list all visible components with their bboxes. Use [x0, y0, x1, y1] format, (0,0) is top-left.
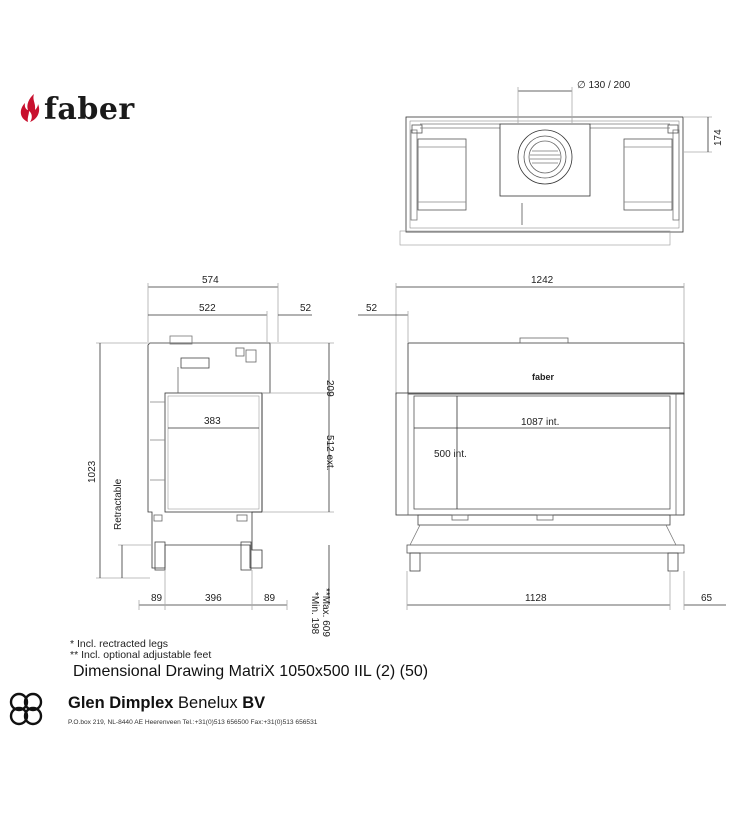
retractable-label: Retractable — [113, 478, 124, 530]
side-ext-512-label: 512 ext. — [324, 435, 335, 471]
side-overall-width-label: 574 — [202, 275, 219, 286]
glen-dimplex-logo-icon — [9, 692, 43, 726]
note-adjustable-feet: ** Incl. optional adjustable feet — [70, 649, 212, 661]
min-198-label: *Min. 198 — [309, 592, 320, 635]
faber-logo-text: faber — [44, 92, 135, 127]
company-name-regular: Benelux — [173, 694, 243, 712]
front-inner-height-label: 500 int. — [434, 449, 467, 460]
front-overall-width-label: 1242 — [531, 275, 554, 286]
side-height-1023-label: 1023 — [87, 460, 98, 483]
top-view — [399, 87, 712, 246]
flue-diameter-label: ∅ 130 / 200 — [577, 80, 631, 91]
front-bottom-1128-label: 1128 — [525, 593, 547, 604]
side-height-209-label: 209 — [324, 380, 335, 397]
company-name-bold: Glen Dimplex — [68, 694, 174, 712]
front-inner-width-label: 1087 int. — [521, 417, 559, 428]
company-suffix: BV — [242, 694, 266, 712]
top-depth-174-label: 174 — [713, 129, 724, 146]
side-offset-52-label: 52 — [300, 303, 312, 314]
front-view — [358, 283, 726, 610]
side-bottom-89-right-label: 89 — [264, 593, 276, 604]
note-retracted-legs: * Incl. rectracted legs — [70, 638, 169, 650]
side-bottom-396-label: 396 — [205, 593, 222, 604]
side-view — [96, 283, 334, 610]
company-address: P.O.box 219, NL-8440 AE Heerenveen Tel.:… — [68, 719, 318, 726]
side-bottom-89-left-label: 89 — [151, 593, 163, 604]
side-inner-383-label: 383 — [204, 416, 221, 427]
max-609-label: **Max. 609 — [320, 588, 331, 637]
drawing-title: Dimensional Drawing MatriX 1050x500 IIL … — [73, 663, 429, 680]
front-faber-badge: faber — [532, 372, 555, 382]
faber-flame-icon — [20, 94, 40, 122]
front-offset-52-label: 52 — [366, 303, 378, 314]
front-right-65-label: 65 — [701, 593, 713, 604]
company-name: Glen Dimplex Benelux BV — [68, 694, 265, 713]
side-width-522-label: 522 — [199, 303, 216, 314]
